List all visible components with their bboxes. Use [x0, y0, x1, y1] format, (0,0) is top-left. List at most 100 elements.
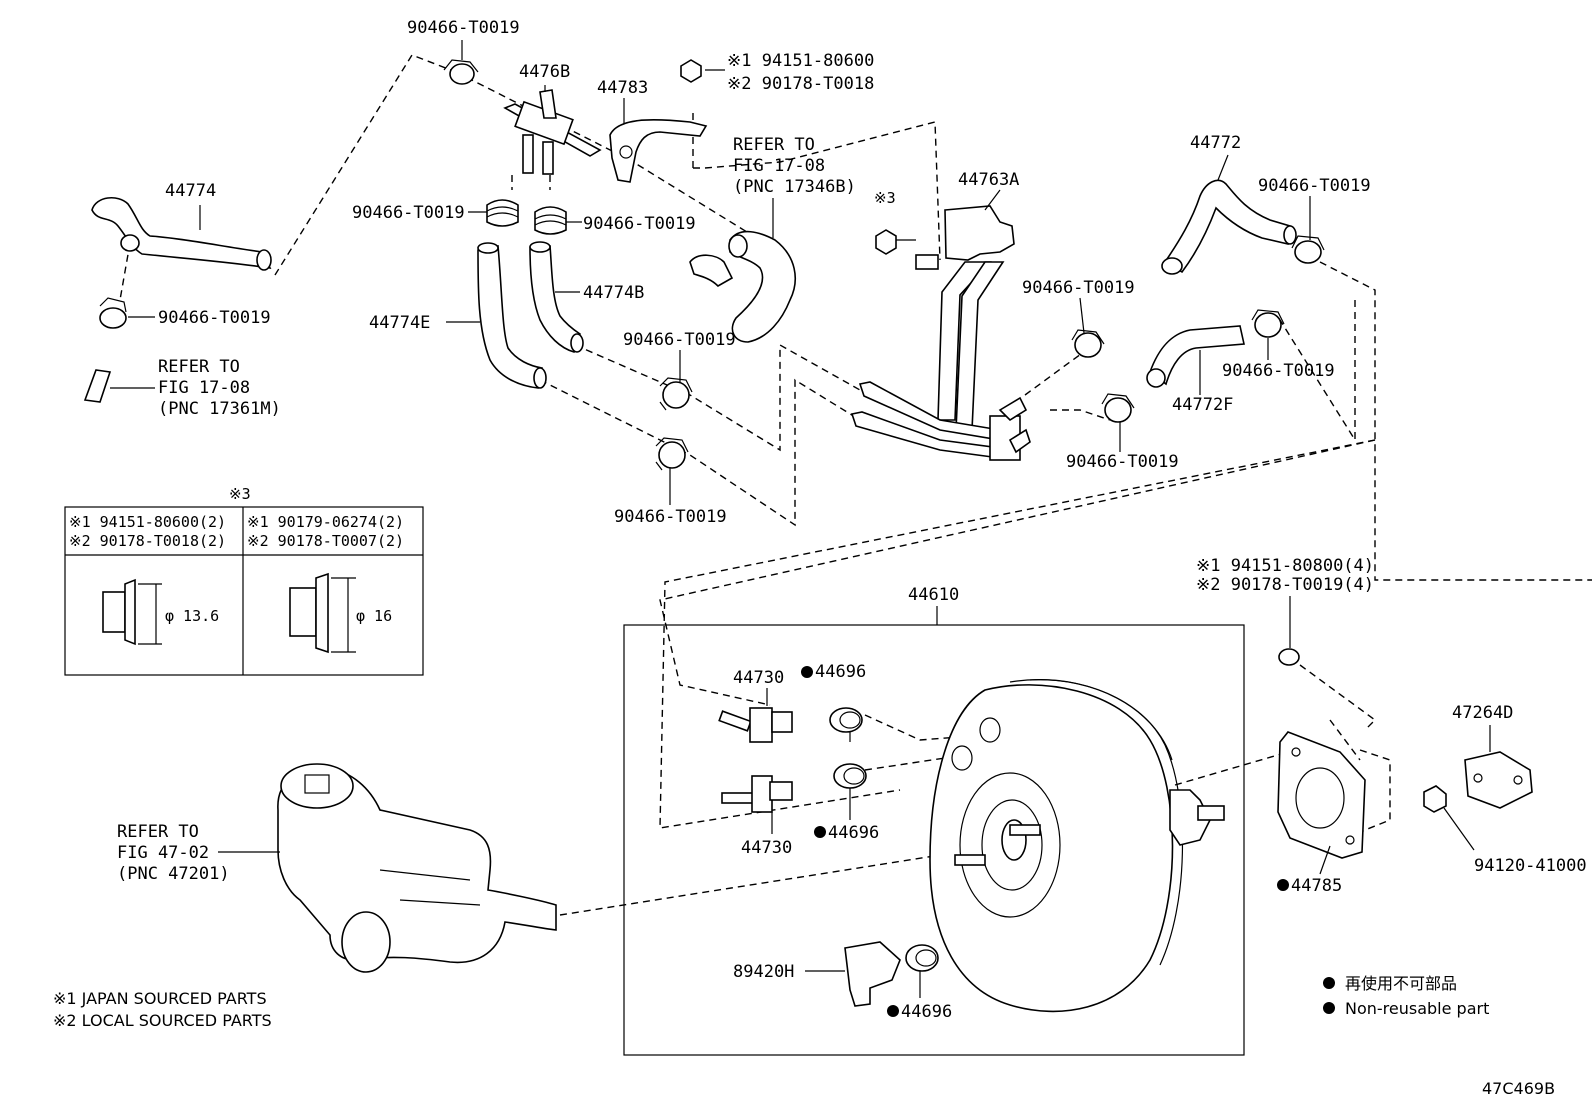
label-hose-44774e: 44774E	[369, 313, 430, 333]
label-grommet-3: 44696	[901, 1002, 952, 1022]
label-clip-r1: 90466-T0019	[1258, 176, 1371, 196]
label-clip-c1: 90466-T0019	[623, 330, 736, 350]
clamp-44783[interactable]	[609, 119, 708, 183]
clip-r2[interactable]	[1071, 329, 1105, 358]
leader-lines	[128, 40, 1491, 998]
pipe-44763a[interactable]	[850, 205, 1031, 461]
label-refer-c1: REFER TO	[117, 822, 199, 842]
hose-44774[interactable]	[91, 197, 272, 271]
non-reusable-mark	[887, 1005, 899, 1017]
label-grommet-1: 44696	[815, 662, 866, 682]
legend: 再使用不可部品 Non-reusable part ※1 JAPAN SOURC…	[53, 974, 1489, 1030]
check-valve-lower[interactable]	[721, 775, 793, 813]
hose-reference-icon	[83, 369, 155, 403]
table-col1-line2: ※2 90178-T0018(2)	[69, 532, 226, 550]
label-stud-line1: ※1 94151-80800(4)	[1196, 556, 1374, 576]
footnote-japan: ※1 JAPAN SOURCED PARTS	[53, 989, 267, 1008]
label-gasket-44785: 44785	[1291, 876, 1342, 896]
label-refer-a3: (PNC 17346B)	[733, 177, 856, 197]
label-bolt-94120: 94120-41000	[1474, 856, 1587, 876]
label-refer-b1: REFER TO	[158, 357, 240, 377]
stud-nut[interactable]	[1278, 648, 1300, 666]
hose-clip-left[interactable]	[99, 297, 127, 329]
clip-c1[interactable]	[659, 377, 693, 411]
clip-r4[interactable]	[1101, 393, 1135, 423]
legend-dot	[1323, 1002, 1335, 1014]
nut-mark3[interactable]	[875, 229, 897, 255]
booster-44610[interactable]	[929, 679, 1225, 1013]
footnote-local: ※2 LOCAL SOURCED PARTS	[53, 1011, 272, 1030]
clip-top[interactable]	[443, 59, 479, 85]
table-col1-dim: φ 13.6	[165, 607, 219, 625]
label-union-4476b: 4476B	[519, 62, 570, 82]
vacuum-sensor-89420h[interactable]	[844, 941, 901, 1007]
label-refer-b3: (PNC 17361M)	[158, 399, 281, 419]
hose-refer-17346b[interactable]	[689, 230, 797, 343]
label-clip-r2: 90466-T0019	[1022, 278, 1135, 298]
label-refer-c2: FIG 47-02	[117, 843, 209, 863]
label-booster-44610: 44610	[908, 585, 959, 605]
hose-44772[interactable]	[1161, 179, 1297, 275]
table-col2-line1: ※1 90179-06274(2)	[247, 513, 404, 531]
label-clip-c2: 90466-T0019	[614, 507, 727, 527]
clip-r1[interactable]	[1291, 235, 1325, 264]
table-col1-line1: ※1 94151-80600(2)	[69, 513, 226, 531]
hose-44772f[interactable]	[1146, 325, 1245, 388]
clip-mid-left[interactable]	[486, 199, 519, 227]
legend-en: Non-reusable part	[1345, 999, 1489, 1018]
label-hose-44772f: 44772F	[1172, 395, 1233, 415]
bolt-94120[interactable]	[1423, 785, 1447, 813]
label-valve-1: 44730	[733, 668, 784, 688]
clip-c2[interactable]	[655, 437, 689, 471]
booster-frame	[623, 606, 1245, 1056]
table-col2-line2: ※2 90178-T0007(2)	[247, 532, 404, 550]
nut-spec-table	[64, 506, 424, 676]
nut-table-text: ※3 ※1 94151-80600(2) ※2 90178-T0018(2) ※…	[69, 485, 404, 625]
label-hose-44772: 44772	[1190, 133, 1241, 153]
grommet-middle[interactable]	[833, 763, 867, 789]
grommet-lower[interactable]	[905, 944, 939, 972]
label-bracket-47264d: 47264D	[1452, 703, 1513, 723]
label-refer-a1: REFER TO	[733, 135, 815, 155]
table-col2-dim: φ 16	[356, 607, 392, 625]
label-stud-line2: ※2 90178-T0019(4)	[1196, 575, 1374, 595]
nut-top[interactable]	[680, 59, 702, 83]
label-clip-hose-left: 90466-T0019	[158, 308, 271, 328]
label-refer-a2: FIG 17-08	[733, 156, 825, 176]
master-cylinder[interactable]	[277, 763, 557, 973]
clip-mid-right[interactable]	[534, 206, 567, 235]
hose-44774e[interactable]	[477, 242, 547, 389]
label-refer-c3: (PNC 47201)	[117, 864, 230, 884]
non-reusable-mark	[1277, 879, 1289, 891]
label-clip-r4: 90466-T0019	[1066, 452, 1179, 472]
label-clip-r3: 90466-T0019	[1222, 361, 1335, 381]
grommet-upper[interactable]	[829, 707, 863, 733]
legend-dot	[1323, 977, 1335, 989]
label-nut-line1: ※1 94151-80600	[727, 51, 874, 71]
non-reusable-mark	[801, 666, 813, 678]
hose-44774b[interactable]	[529, 241, 584, 353]
label-pipe-44763a: 44763A	[958, 170, 1019, 190]
legend-jp: 再使用不可部品	[1345, 974, 1457, 993]
gasket-44785[interactable]	[1277, 731, 1366, 859]
label-hose-44774b: 44774B	[583, 283, 644, 303]
bracket-47264d[interactable]	[1464, 751, 1533, 809]
part-labels: 90466-T0019 4476B 44783 ※1 94151-80600 ※…	[117, 18, 1587, 1098]
clip-r3[interactable]	[1251, 309, 1285, 338]
label-clip-mid-right: 90466-T0019	[583, 214, 696, 234]
label-nut-line2: ※2 90178-T0018	[727, 74, 874, 94]
check-valve-upper[interactable]	[718, 707, 793, 743]
label-mark3: ※3	[874, 189, 896, 207]
label-hose-44774: 44774	[165, 181, 216, 201]
label-valve-2: 44730	[741, 838, 792, 858]
label-refer-b2: FIG 17-08	[158, 378, 250, 398]
figure-code: 47C469B	[1482, 1079, 1555, 1098]
label-clamp-44783: 44783	[597, 78, 648, 98]
label-clip-mid-left: 90466-T0019	[352, 203, 465, 223]
non-reusable-mark	[814, 826, 826, 838]
union-4476b[interactable]	[503, 89, 602, 175]
table-title: ※3	[229, 485, 251, 503]
label-sensor-89420h: 89420H	[733, 962, 794, 982]
label-grommet-2: 44696	[828, 823, 879, 843]
